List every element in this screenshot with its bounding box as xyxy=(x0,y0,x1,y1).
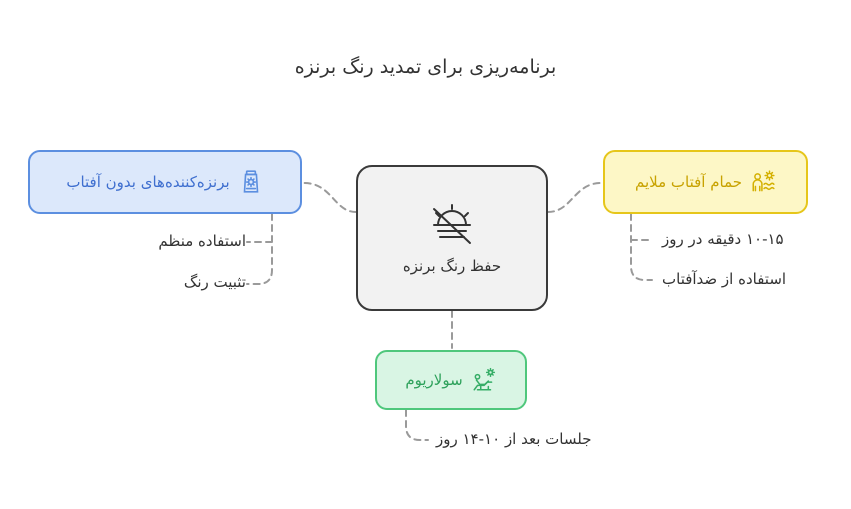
tanning-bed-icon xyxy=(471,367,497,393)
node-solarium-label: سولاریوم xyxy=(405,371,463,389)
leaf-minutes-per-day: ۱۰-۱۵ دقیقه در روز xyxy=(662,230,784,248)
connector-sunbath-items xyxy=(630,213,653,281)
node-maintain-tan[interactable]: حفظ رنگ برنزه xyxy=(356,165,548,311)
sunscreen-tube-icon xyxy=(238,169,264,195)
no-sun-icon xyxy=(428,201,476,249)
leaf-sessions-interval: جلسات بعد از ۱۰-۱۴ روز xyxy=(436,430,592,448)
node-gentle-sunbathing-label: حمام آفتاب ملایم xyxy=(634,173,743,191)
diagram-title: برنامه‌ریزی برای تمدید رنگ برنزه xyxy=(294,56,557,78)
sunbathing-person-icon xyxy=(750,169,776,195)
connector-bronzers-items xyxy=(246,213,273,285)
leaf-fix-color: تثبیت رنگ xyxy=(183,273,246,291)
leaf-use-sunscreen: استفاده از ضدآفتاب xyxy=(662,270,787,288)
node-gentle-sunbathing[interactable]: حمام آفتاب ملایم xyxy=(603,150,808,214)
node-solarium[interactable]: سولاریوم xyxy=(375,350,527,410)
connector-center-to-bronzers xyxy=(303,182,357,213)
node-sunless-bronzers[interactable]: برنزه‌کننده‌های بدون آفتاب xyxy=(28,150,302,214)
connector-center-to-sunbath xyxy=(547,182,602,213)
connector-solarium-items xyxy=(405,409,429,441)
leaf-regular-use: استفاده منظم xyxy=(158,232,246,250)
node-maintain-tan-label: حفظ رنگ برنزه xyxy=(402,257,502,275)
node-sunless-bronzers-label: برنزه‌کننده‌های بدون آفتاب xyxy=(66,173,230,191)
